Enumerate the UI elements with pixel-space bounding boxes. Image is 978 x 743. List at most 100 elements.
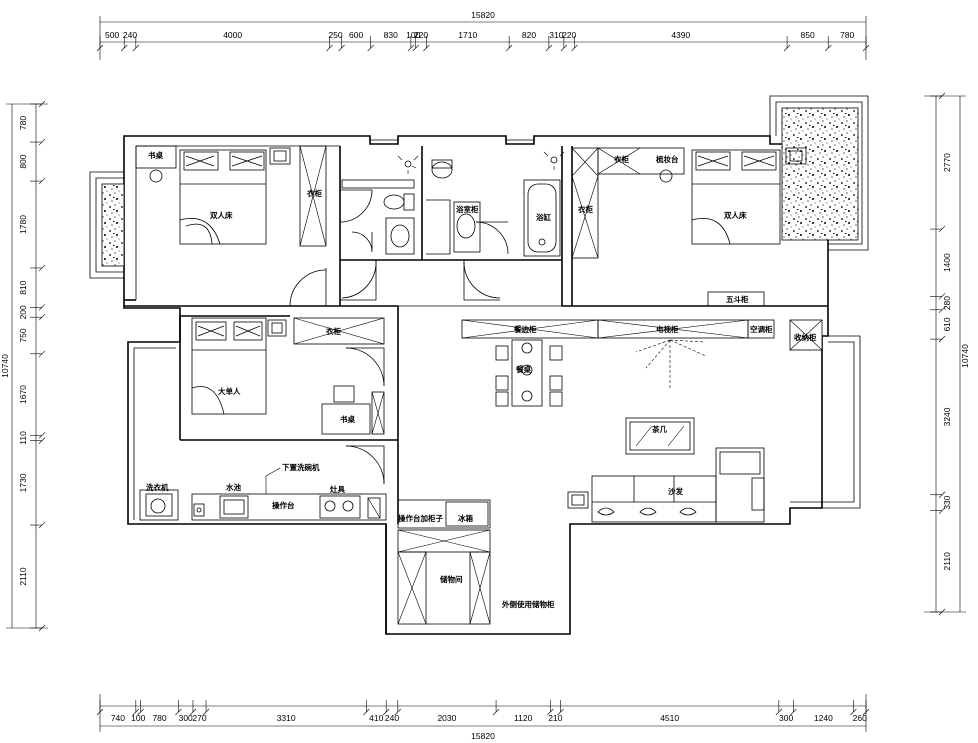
label-desk-small: 书桌 — [340, 414, 355, 424]
leftTicks-value: 1780 — [18, 215, 28, 234]
label-worktop: 操作台 — [272, 500, 295, 510]
bottomTicks-value: 1240 — [814, 713, 833, 723]
topTicks-value: 600 — [349, 30, 363, 40]
rightTicks-value: 1400 — [942, 253, 952, 272]
topTicks-value: 220 — [414, 30, 428, 40]
bottomTicks-value: 410 — [369, 713, 383, 723]
topTicks-value: 100 — [406, 30, 420, 40]
bottomTicks-value: 740 — [111, 713, 125, 723]
label-wardrobe-top: 衣柜 — [614, 154, 629, 164]
bottom-dimension-lines — [99, 694, 867, 732]
leftTicks-value: 200 — [18, 305, 28, 319]
label-study-desk: 书桌 — [148, 150, 163, 160]
leftTicks-value: 800 — [18, 154, 28, 168]
dining-chair — [549, 391, 563, 407]
interior-walls — [124, 146, 828, 634]
label-sofa: 沙发 — [668, 486, 683, 496]
label-stove: 灶具 — [330, 484, 345, 494]
dining-chairs — [495, 342, 563, 407]
label-shoe-cabinet: 收纳柜 — [794, 332, 817, 342]
topTicks-value: 220 — [562, 30, 576, 40]
label-double-bed-right: 双人床 — [724, 210, 747, 220]
label-double-bed-left: 双人床 — [210, 210, 233, 220]
bottomTicks-value: 300 — [779, 713, 793, 723]
small-bedroom-furniture — [191, 317, 385, 435]
bottomTicks-value: 3310 — [277, 713, 296, 723]
label-sideboard: 餐边柜 — [513, 324, 537, 334]
bottomTicks-value: 1120 — [514, 713, 533, 723]
bottomTicks-value: 4510 — [660, 713, 679, 723]
rightTicks-value: 2770 — [942, 153, 952, 172]
topTicks-value: 4000 — [223, 30, 242, 40]
rightTicks-value: 280 — [942, 296, 952, 310]
label-dishwasher: 下置洗碗机 — [282, 462, 320, 472]
label-chest-of-drawers: 五斗柜 — [726, 294, 749, 304]
right-bay-window — [769, 95, 869, 251]
topTicks-value: 850 — [801, 30, 815, 40]
leftTicks-value: 1670 — [18, 385, 28, 404]
label-ac-cabinet: 空调柜 — [750, 324, 773, 334]
bottomTicks-value: 210 — [548, 713, 562, 723]
right-balcony — [790, 335, 861, 509]
topTicks-value: 4390 — [671, 30, 690, 40]
dining-plate — [521, 342, 533, 354]
label-dressing-table: 梳妆台 — [656, 154, 679, 164]
label-fridge: 冰箱 — [458, 513, 473, 523]
right-bedroom-furniture — [571, 147, 807, 307]
top-dimension-lines — [99, 16, 867, 60]
left-dimension-lines — [6, 103, 48, 629]
leftTicks-value: 780 — [18, 116, 28, 130]
topTicks-value: 780 — [840, 30, 854, 40]
bathroom-fixtures — [341, 151, 565, 257]
label-wardrobe-small: 衣柜 — [326, 326, 341, 336]
living-furniture — [461, 319, 823, 523]
bottomTicks-value: 260 — [853, 713, 867, 723]
topTicks-value: 240 — [123, 30, 137, 40]
left-balcony — [127, 341, 180, 524]
label-bathtub: 浴缸 — [536, 212, 551, 222]
kitchen-furniture — [139, 467, 387, 521]
bottomTicks-value: 240 — [385, 713, 399, 723]
rightTicks-value: 2110 — [942, 552, 952, 571]
label-outer-storage: 外侧使用储物柜 — [502, 599, 555, 609]
rightTicks-value: 3240 — [942, 407, 952, 426]
bottomTicks-value: 780 — [152, 713, 166, 723]
bottomTicks-value: 300 — [179, 713, 193, 723]
total-height-right: 10740 — [960, 344, 970, 368]
topTicks-value: 830 — [384, 30, 398, 40]
left-bedroom-furniture — [135, 145, 327, 247]
bottomTicks-value: 100 — [131, 713, 145, 723]
dining-chair — [495, 345, 509, 361]
rightTicks-value: 610 — [942, 317, 952, 331]
topTicks-value: 820 — [522, 30, 536, 40]
bottomTicks-value: 2030 — [437, 713, 456, 723]
topTicks-value: 500 — [105, 30, 119, 40]
total-width-bottom: 15820 — [471, 731, 495, 741]
label-storage-room: 储物间 — [440, 574, 463, 584]
leftTicks-value: 750 — [18, 328, 28, 342]
label-bath-cabinet: 浴室柜 — [456, 204, 479, 214]
leftTicks-value: 1730 — [18, 473, 28, 492]
label-coffee-table: 茶几 — [651, 424, 667, 434]
label-sink: 水池 — [226, 482, 241, 492]
right-dimension-ticks: 2770 1400 280 610 3240 330 2110 — [930, 92, 952, 616]
topTicks-value: 1710 — [458, 30, 477, 40]
total-height-left: 10740 — [0, 354, 10, 378]
dining-chair — [495, 375, 509, 391]
leftTicks-value: 110 — [18, 431, 28, 445]
dining-chair — [495, 391, 509, 407]
dining-chair — [549, 345, 563, 361]
topTicks-value: 310 — [549, 30, 563, 40]
leftTicks-value: 2110 — [18, 567, 28, 586]
total-width-top: 15820 — [471, 10, 495, 20]
rightTicks-value: 330 — [942, 495, 952, 509]
topTicks-value: 250 — [328, 30, 342, 40]
room-labels: 书桌 双人床 衣柜 浴室柜 浴缸 衣柜 衣柜 梳妆台 双人床 五斗柜 大单人 衣… — [146, 150, 817, 609]
dining-plate — [521, 364, 533, 376]
label-dining-table: 餐桌 — [515, 364, 531, 374]
label-single-bed: 大单人 — [218, 386, 241, 396]
dining-chair — [549, 375, 563, 391]
